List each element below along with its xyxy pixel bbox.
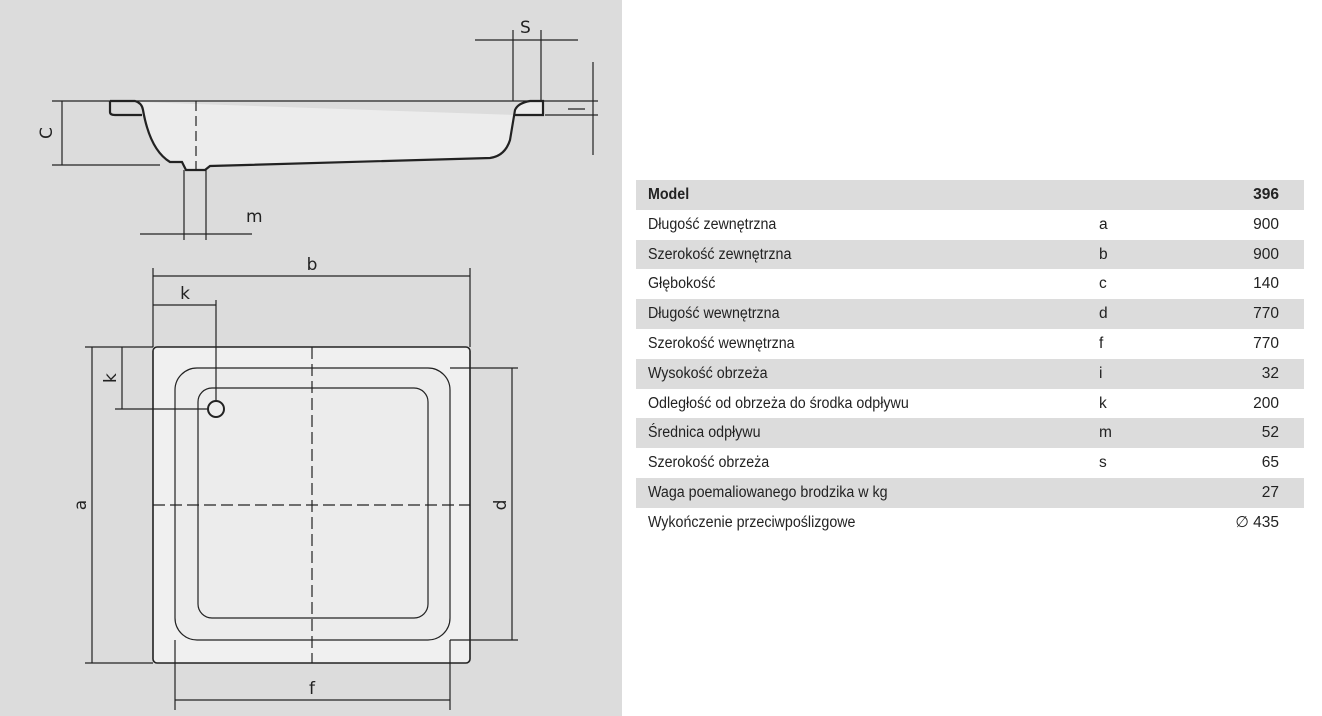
dim-label-m: m: [246, 207, 263, 227]
row-value: 200: [1253, 394, 1279, 412]
table-row: Szerokość wewnętrzna f 770: [636, 329, 1304, 359]
table-row: Wykończenie przeciwpoślizgowe ∅ 435: [636, 508, 1304, 538]
row-name: Szerokość wewnętrzna: [647, 334, 795, 352]
dim-label-k-vertical: k: [101, 373, 121, 383]
row-symbol: m: [1099, 424, 1112, 442]
dim-label-s: S: [520, 18, 531, 38]
row-name: Wykończenie przeciwpoślizgowe: [647, 513, 856, 531]
row-symbol: [1099, 478, 1159, 508]
dim-label-c: C: [37, 127, 57, 139]
top-view: [85, 268, 518, 710]
dim-label-k-horizontal: k: [180, 284, 190, 304]
row-name: Waga poemaliowanego brodzika w kg: [647, 483, 888, 501]
table-row: Długość zewnętrzna a 900: [636, 210, 1304, 240]
row-name: Głębokość: [647, 275, 716, 293]
shower-tray-drawing: S C m b k k a d f: [37, 18, 598, 710]
row-value: 900: [1253, 245, 1279, 263]
row-symbol: i: [1099, 364, 1103, 382]
row-value: 27: [1261, 483, 1279, 501]
row-value: 32: [1261, 364, 1279, 382]
table-row: Wysokość obrzeża i 32: [636, 358, 1304, 389]
dim-label-a: a: [71, 500, 91, 510]
table-row: Szerokość zewnętrzna b 900: [636, 239, 1304, 270]
table-row: Waga poemaliowanego brodzika w kg 27: [636, 477, 1304, 508]
dim-label-f: f: [309, 679, 316, 699]
table-header-row: Model 396: [636, 180, 1304, 210]
row-value: ∅ 435: [1235, 513, 1279, 531]
table-row: Długość wewnętrzna d 770: [636, 299, 1304, 329]
row-name: Długość wewnętrzna: [647, 305, 780, 323]
dim-label-d: d: [491, 500, 511, 511]
row-name: Średnica odpływu: [647, 424, 761, 442]
row-value: 770: [1253, 334, 1279, 352]
row-name: Długość zewnętrzna: [647, 215, 777, 233]
table-row: Szerokość obrzeża s 65: [636, 448, 1304, 478]
row-symbol: a: [1099, 215, 1108, 233]
row-name: Szerokość zewnętrzna: [647, 245, 792, 263]
row-symbol: k: [1099, 394, 1107, 412]
technical-drawing: S C m b k k a d f: [0, 0, 622, 716]
table-row: Odległość od obrzeża do środka odpływu k 2…: [636, 389, 1304, 419]
header-label: Model: [647, 186, 690, 203]
header-model-value: 396: [1253, 186, 1279, 203]
row-symbol: s: [1099, 454, 1107, 472]
row-name: Wysokość obrzeża: [647, 364, 768, 382]
dim-label-b: b: [307, 255, 318, 275]
row-value: 65: [1261, 454, 1279, 472]
table-row: Głębokość c 140: [636, 269, 1304, 299]
row-value: 900: [1253, 215, 1279, 233]
row-value: 770: [1253, 305, 1279, 323]
row-symbol: d: [1099, 305, 1108, 323]
row-symbol: [1099, 508, 1159, 538]
row-value: 140: [1253, 275, 1279, 293]
table-row: Średnica odpływu m 52: [636, 418, 1304, 449]
row-symbol: f: [1099, 334, 1104, 352]
row-name: Szerokość obrzeża: [647, 454, 770, 472]
row-value: 52: [1261, 424, 1279, 442]
row-symbol: b: [1099, 245, 1108, 263]
row-name: Odległość od obrzeża do środka odpływu: [647, 394, 909, 412]
side-view: [52, 30, 598, 240]
row-symbol: c: [1099, 275, 1107, 293]
